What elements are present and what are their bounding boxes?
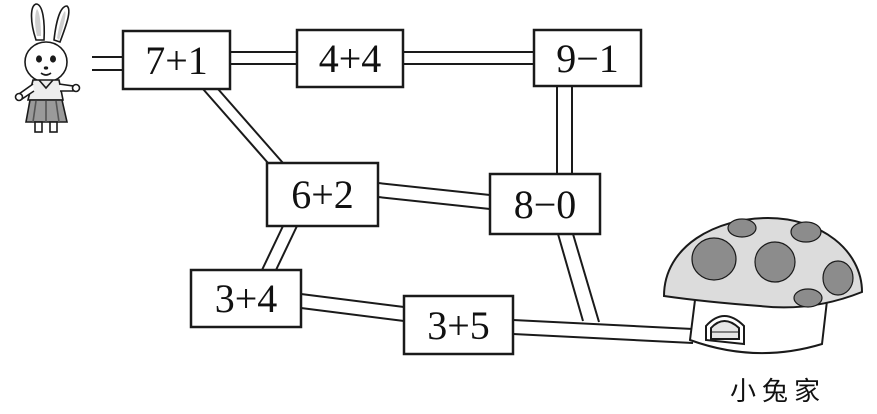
box-3plus4: 3+4	[189, 268, 303, 329]
box-3plus4-label: 3+4	[215, 276, 278, 321]
road-4plus4-to-9minus1	[403, 51, 534, 65]
road-9minus1-to-8minus0	[556, 86, 573, 174]
box-9minus1-label: 9−1	[556, 36, 619, 81]
box-7plus1-label: 7+1	[145, 38, 208, 83]
road-6plus2-to-8minus0	[377, 182, 491, 210]
home-label: 小兔家	[730, 377, 826, 407]
road-8minus0-to-house	[557, 233, 600, 323]
box-6plus2: 6+2	[265, 161, 380, 228]
box-8minus0-label: 8−0	[514, 182, 577, 227]
road-3plus4-to-3plus5	[300, 293, 405, 322]
mushroom-house-icon	[662, 216, 864, 355]
road-6plus2-to-3plus4	[261, 225, 298, 271]
box-4plus4: 4+4	[295, 28, 405, 89]
box-3plus5-label: 3+5	[427, 303, 490, 348]
roads	[92, 51, 694, 344]
box-4plus4-label: 4+4	[319, 36, 382, 81]
road-start-to-7plus1	[92, 56, 123, 71]
box-7plus1: 7+1	[121, 29, 232, 91]
road-7plus1-to-6plus2	[202, 88, 284, 164]
box-9minus1: 9−1	[532, 28, 643, 88]
box-6plus2-label: 6+2	[291, 172, 354, 217]
rabbit-icon	[14, 3, 81, 133]
box-8minus0: 8−0	[488, 172, 602, 236]
road-7plus1-to-4plus4	[230, 51, 297, 65]
box-3plus5: 3+5	[402, 294, 515, 356]
road-3plus5-to-house	[512, 319, 694, 344]
